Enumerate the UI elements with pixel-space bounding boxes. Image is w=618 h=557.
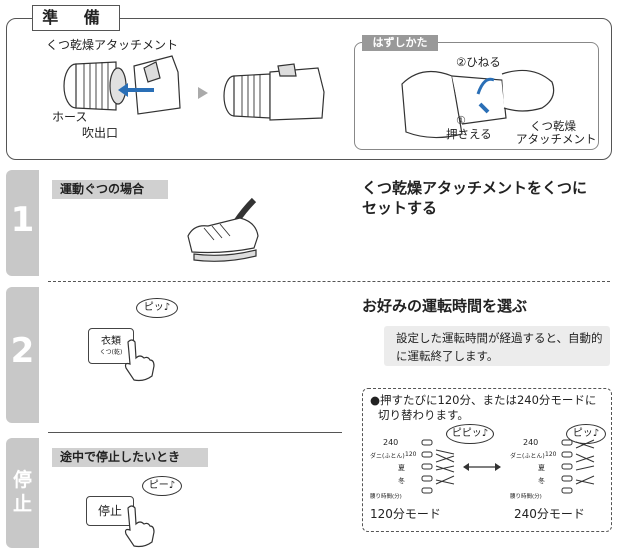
scale-winter-left: 冬 [398,477,405,485]
note-line1: 設定した運転時間が経過すると、自動的 [396,331,603,345]
step-1-heading-line2: セットする [362,199,438,217]
step-2-number: 2 [10,331,35,371]
preparation-box [6,18,612,160]
scale-winter-right: 冬 [538,477,545,485]
scale-240-right: 240 [523,438,539,447]
step-1-number: 1 [10,200,35,240]
divider-1 [48,281,610,282]
double-beep-bubble: ピピッ♪ [446,424,494,444]
outlet-label: 吹出口 [82,126,119,140]
stop-midway-label: 途中で停止したいとき [52,448,208,467]
led-indicator-240 [561,439,595,494]
note-line2: に運転終了します。 [396,349,499,363]
step-2-heading: お好みの運転時間を選ぶ [362,297,528,315]
scale-dani-right: ダニ(ふとん) [510,453,545,460]
step-1-heading-line1: くつ乾燥アタッチメントをくつに [362,179,588,197]
press-number: ① [456,114,466,127]
step-2-tab: 2 [6,287,39,423]
mode-info-box [362,388,612,532]
twist-label: ②ひねる [456,55,501,69]
scale-remaining-left: 腰り時間(分) [370,494,402,500]
hose-label: ホース [52,110,88,124]
removal-box [354,42,599,150]
shoes-button-label: くつ(乾) [99,349,123,356]
stop-tab-line1: 停 [12,469,32,491]
scale-dani-left: ダニ(ふとん) [370,453,405,460]
stop-button[interactable]: 停止 [86,496,134,526]
removal-attachment-label-1: くつ乾燥 [530,119,576,133]
arrow-right-icon [198,87,208,99]
auto-stop-note: 設定した運転時間が経過すると、自動的 に運転終了します。 [384,326,610,366]
attached-illustration [223,63,325,121]
clothes-button-label: 衣類 [101,336,121,347]
clothes-shoes-button[interactable]: 衣類 くつ(乾) [88,328,134,364]
stop-tab-line2: 止 [12,493,32,515]
sneakers-label: 運動ぐつの場合 [52,180,168,199]
scale-remaining-right: 腰り時間(分) [510,494,542,500]
step-1-tab: 1 [6,170,39,276]
pointing-hand-icon [124,339,155,382]
mode-info-line1: ●押すたびに120分、または240分モードに [370,393,597,407]
scale-summer-left: 夏 [398,464,405,472]
stop-tab: 停 止 [6,438,39,548]
mode-240-label: 240分モード [514,507,585,521]
long-beep-bubble: ピー♪ [142,476,182,496]
attachment-label: くつ乾燥アタッチメント [46,38,179,52]
removal-title: はずしかた [362,35,438,51]
sneakers-illustration [187,197,259,262]
preparation-title: 準 備 [32,5,120,31]
beep-bubble: ピッ♪ [136,298,178,318]
led-indicator-120 [421,439,455,494]
removal-hands-illustration [401,69,555,139]
double-arrow-icon [463,463,501,471]
stop-pointing-hand-icon [124,505,155,548]
scale-120-right: 120 [545,451,557,458]
press-label: 押さえる [446,127,492,141]
scale-120-left: 120 [405,451,417,458]
scale-summer-right: 夏 [538,464,545,472]
divider-2 [48,432,342,433]
mode-120-label: 120分モード [370,507,441,521]
removal-attachment-label-2: アタッチメント [516,132,597,146]
mode-info-line2: 切り替わります。 [378,408,469,422]
hose-attach-illustration [63,55,181,115]
scale-240-left: 240 [383,438,399,447]
